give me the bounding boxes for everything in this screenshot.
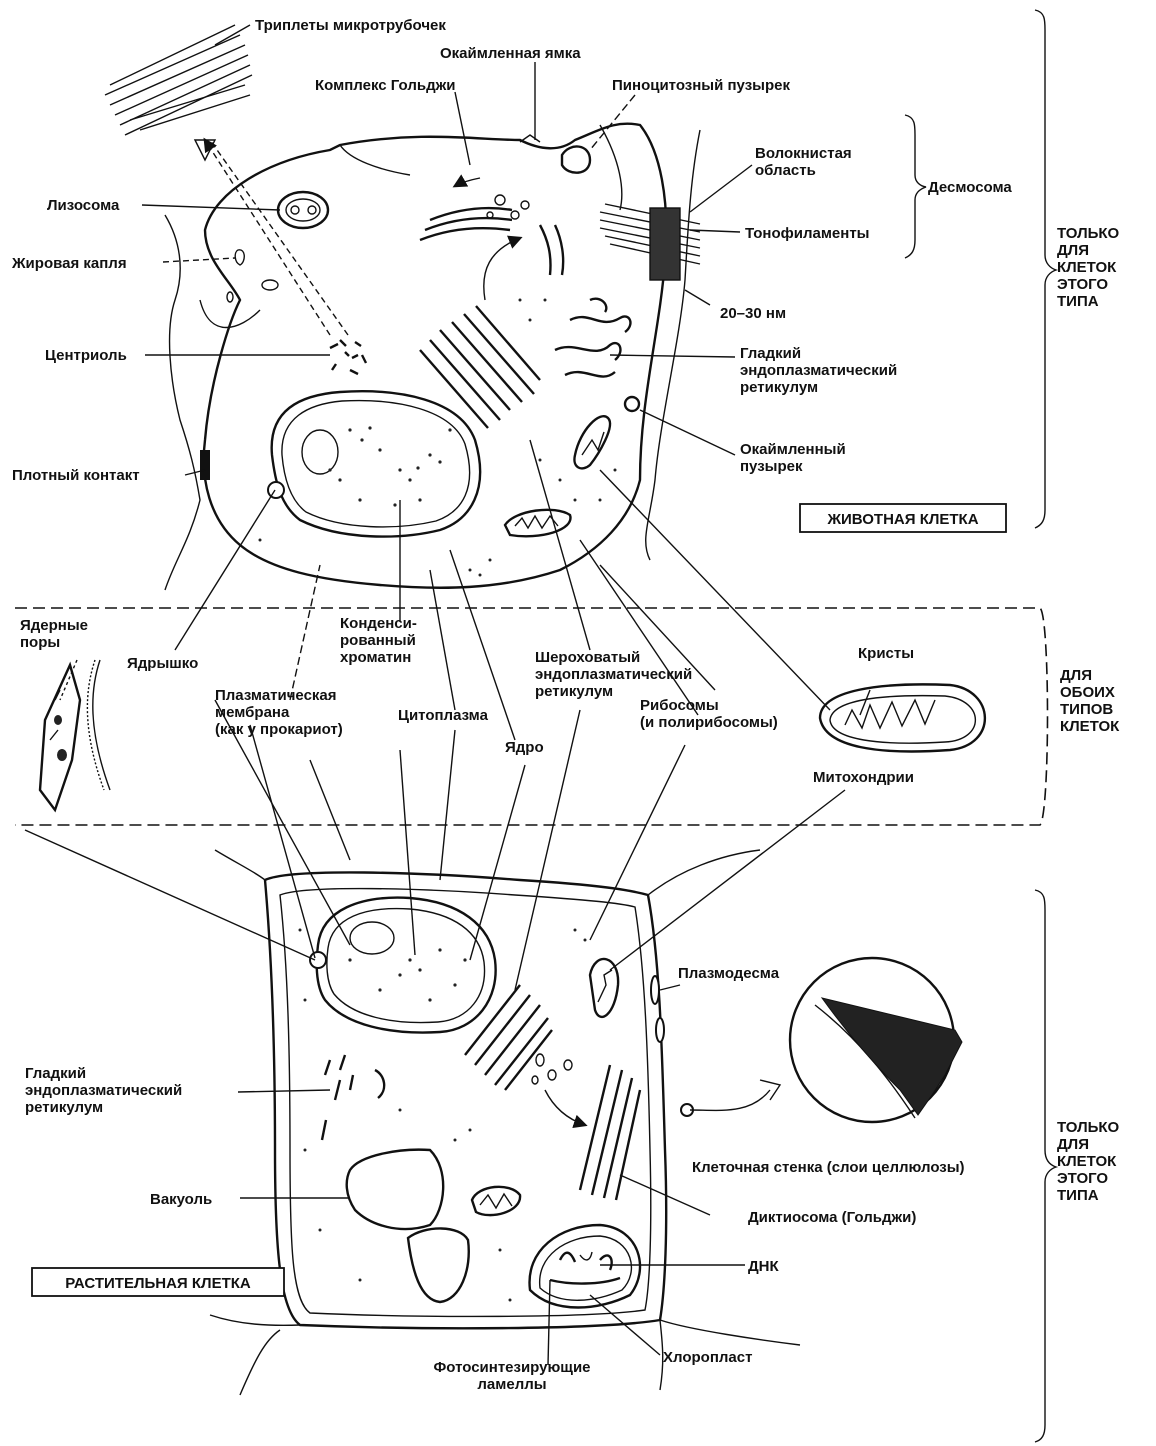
mitochondrion-detail-icon: [820, 684, 985, 751]
rough-er-icon: [420, 306, 540, 428]
cell-wall-detail-icon: [690, 958, 962, 1122]
label-plant-cell: РАСТИТЕЛЬНАЯ КЛЕТКА: [65, 1275, 251, 1292]
tight-junction-icon: [200, 450, 210, 480]
braces: [905, 10, 1056, 1442]
microtubule-triplets-icon: [105, 25, 252, 135]
label-coated-pit: Окаймленная ямка: [440, 45, 581, 62]
smooth-er-icon: [555, 299, 630, 377]
label-plasmodesma: Плазмодесма: [678, 965, 780, 982]
plasmodesma-icon: [651, 976, 659, 1004]
label-ribosomes: Рибосомы(и полирибосомы): [640, 697, 778, 731]
chromatin-dots: [328, 426, 451, 506]
label-tonofilaments: Тонофиламенты: [745, 225, 869, 242]
label-desmosome: Десмосома: [928, 179, 1012, 196]
label-dictyosome: Диктиосома (Гольджи): [748, 1209, 916, 1226]
label-chloroplast: Хлоропласт: [663, 1349, 752, 1366]
label-triplets: Триплеты микротрубочек: [255, 17, 446, 34]
animal-mitochondrion-icon: [505, 416, 610, 536]
label-cristae: Кристы: [858, 645, 914, 662]
label-fat-drop: Жировая капля: [11, 255, 127, 272]
plant-smooth-er-icon: [322, 1055, 384, 1140]
plant-nucleus-envelope: [317, 898, 496, 1033]
label-pinocytic: Пиноцитозный пузырек: [612, 77, 790, 94]
coated-vesicle-icon: [625, 397, 639, 411]
plant-rough-er-icon: [465, 985, 552, 1090]
label-vacuole: Вакуоль: [150, 1191, 212, 1208]
label-nucleolus: Ядрышко: [127, 655, 198, 672]
label-tight-junction: Плотный контакт: [12, 467, 140, 484]
label-centriole: Центриоль: [45, 347, 127, 364]
plant-cell: [210, 850, 962, 1395]
label-animal-cell: ЖИВОТНАЯ КЛЕТКА: [826, 511, 978, 528]
animal-cell: [105, 25, 700, 590]
label-cytoplasm: Цитоплазма: [398, 707, 489, 724]
vacuole-icon: [347, 1150, 443, 1229]
label-nm: 20–30 нм: [720, 305, 786, 322]
golgi-complex-icon: [420, 195, 563, 275]
label-golgi: Комплекс Гольджи: [315, 77, 455, 94]
both-types-band: [15, 608, 1048, 825]
pinocytic-vesicle-icon: [562, 146, 590, 172]
centriole-icon: [330, 340, 366, 374]
nuclear-pore-icon: [268, 482, 284, 498]
chloroplast-icon: [530, 1225, 640, 1308]
label-lysosome: Лизосома: [47, 197, 120, 214]
label-mitochondria: Митохондрии: [813, 769, 914, 786]
lysosome-icon: [278, 192, 328, 228]
label-cell-wall: Клеточная стенка (слои целлюлозы): [692, 1159, 965, 1176]
nuclear-pores-detail-icon: [40, 660, 110, 810]
label-nucleus: Ядро: [505, 739, 544, 756]
fat-drop-icon: [235, 250, 244, 265]
label-dna: ДНК: [748, 1258, 780, 1275]
